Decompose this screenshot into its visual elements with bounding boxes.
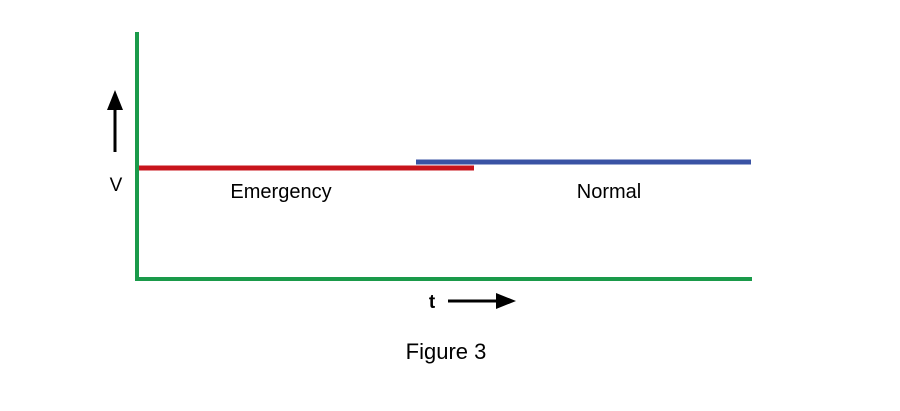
v-arrow-head-icon [107,90,123,110]
emergency-label: Emergency [230,181,331,203]
normal-label: Normal [577,181,641,203]
figure-caption: Figure 3 [406,339,487,364]
x-axis-label: t [429,292,436,313]
y-axis-label: V [110,175,123,196]
t-arrow-head-icon [496,293,516,309]
